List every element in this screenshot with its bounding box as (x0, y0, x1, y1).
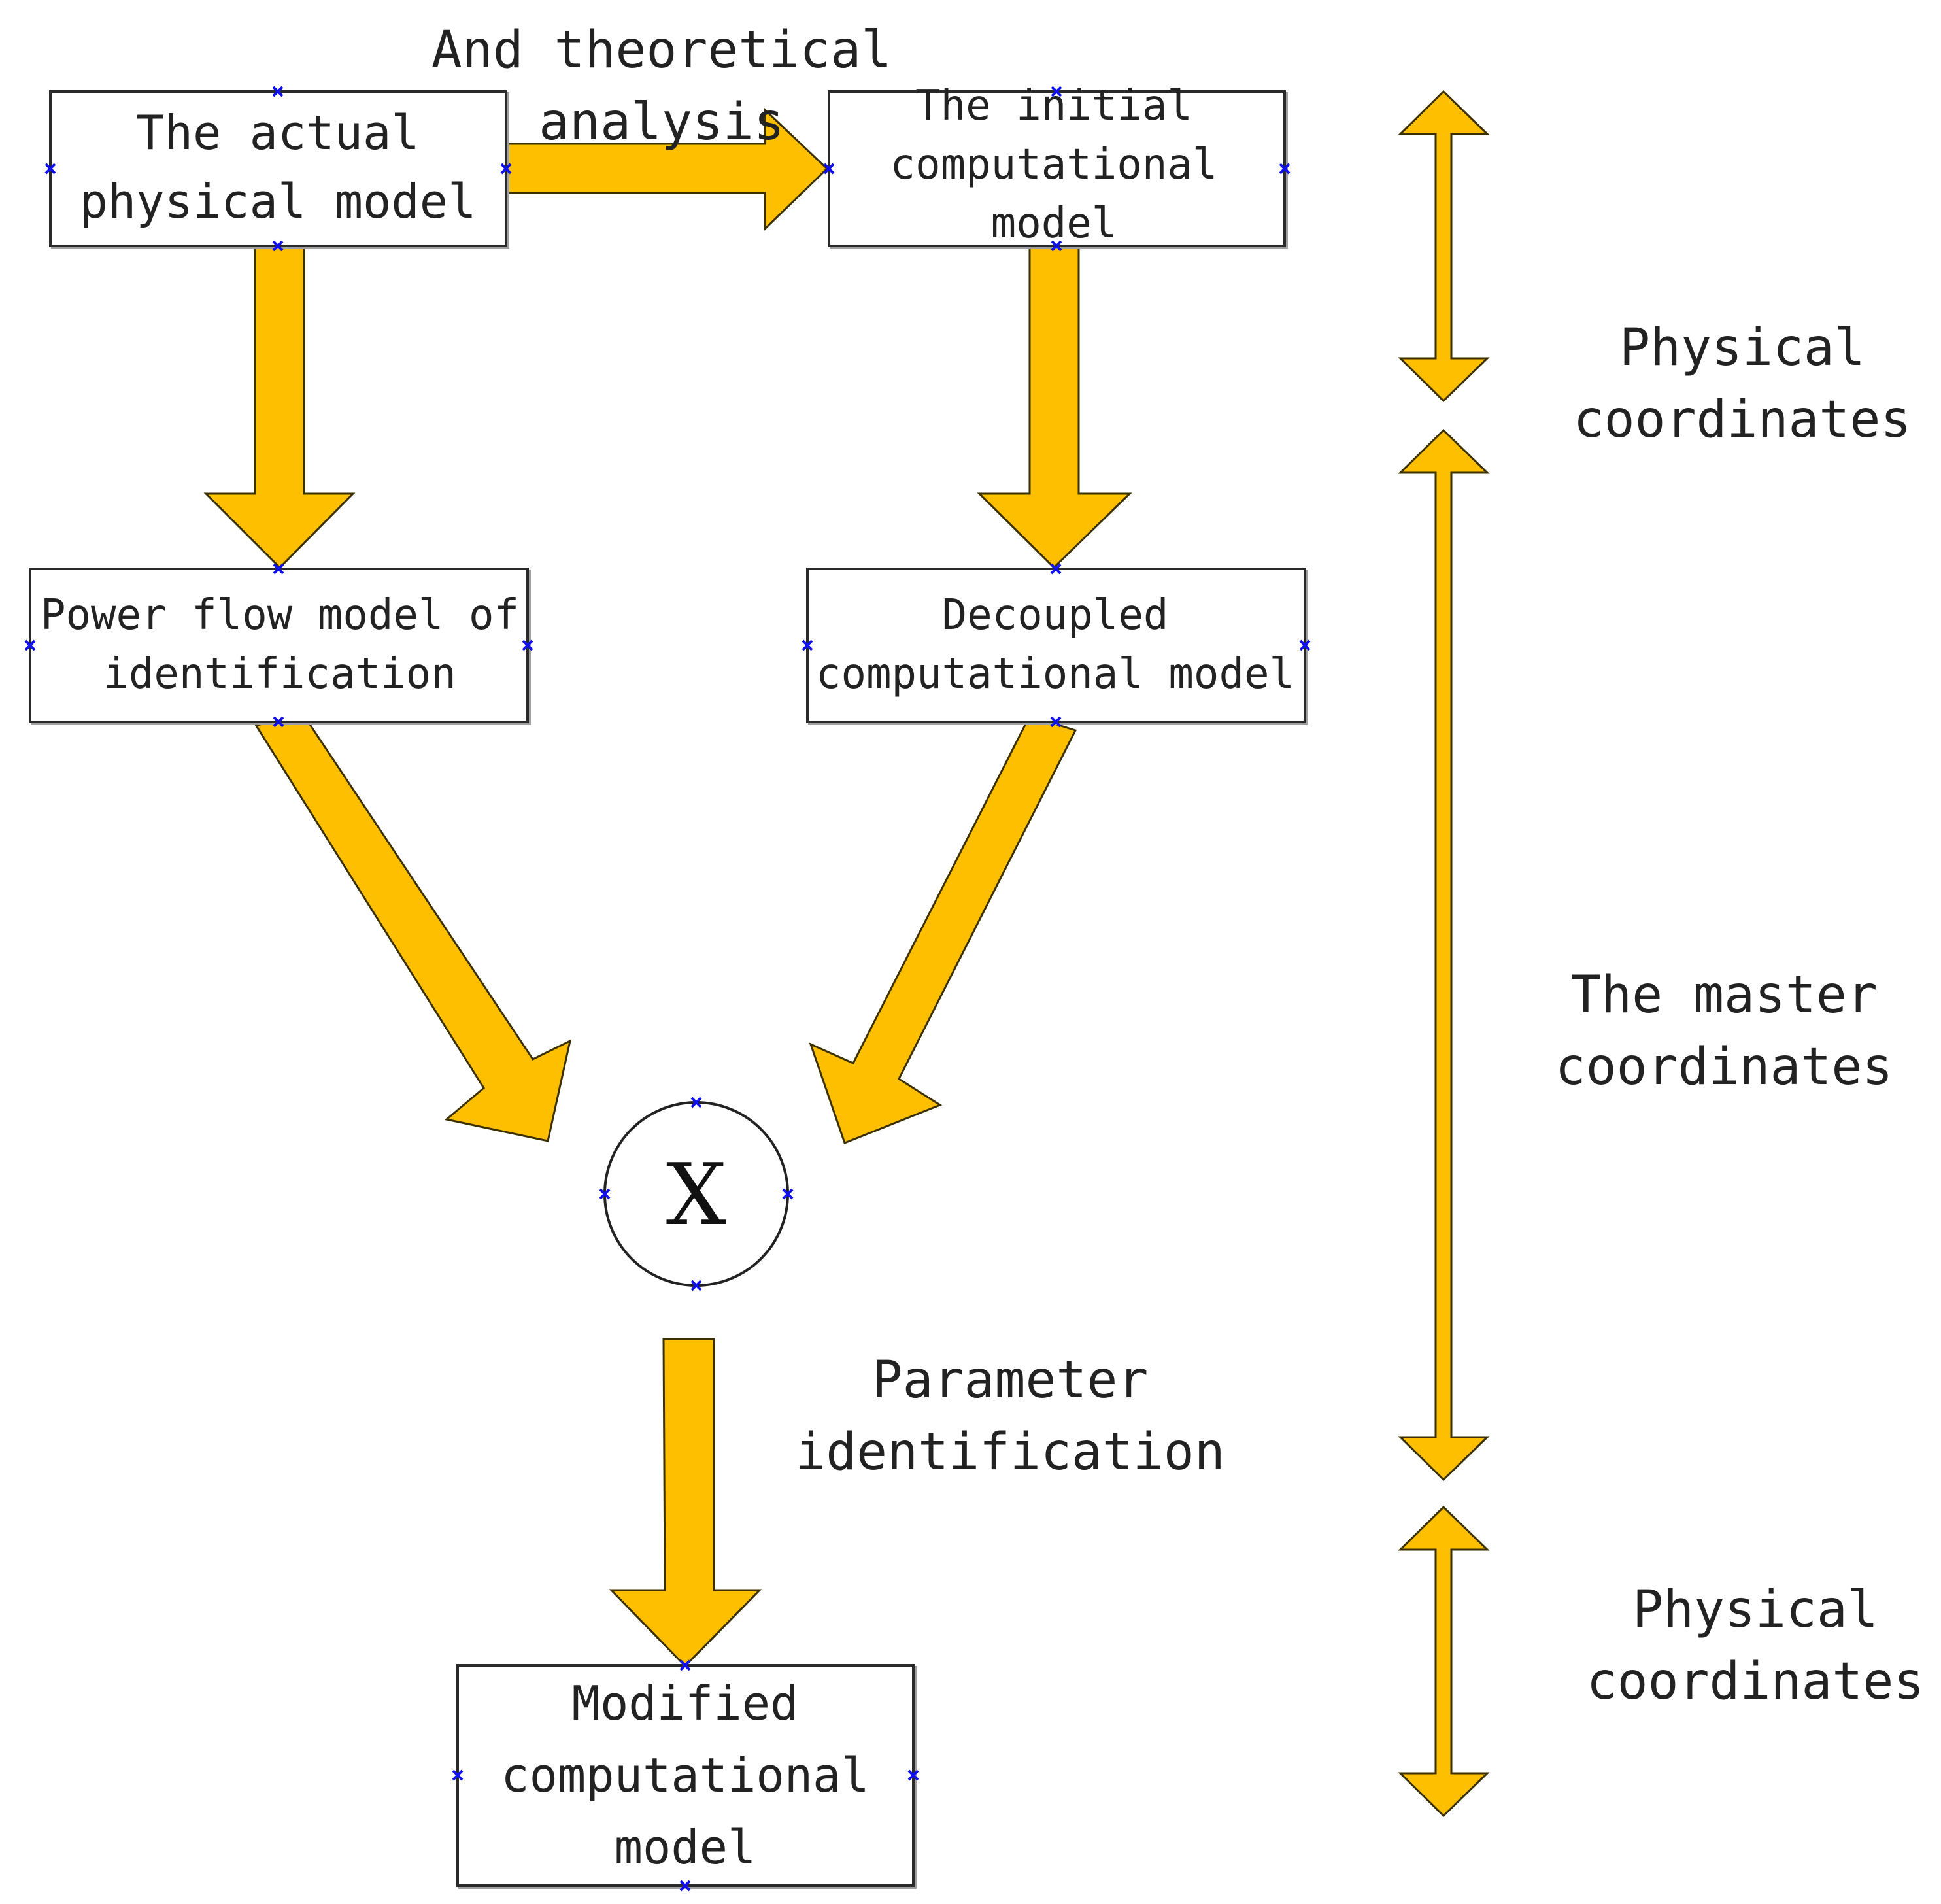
connection-handle-mark (522, 639, 533, 651)
connection-handle-mark (452, 1769, 464, 1781)
connection-handle-mark (24, 639, 36, 651)
edge-label-parameter-identification-line-1: Parameter (872, 1351, 1149, 1410)
connection-handle-mark (273, 563, 284, 575)
double-arrow-physical-top (1398, 90, 1490, 403)
arrow-initial-to-decoupled (977, 244, 1132, 570)
arrow-actual-to-powerflow (203, 244, 356, 570)
node-label-line-1: The actual (136, 105, 419, 160)
connection-handle-mark (272, 240, 284, 252)
edge-label-theoretical-analysis-line-2: analysis (539, 93, 785, 152)
connection-handle-mark (679, 1880, 691, 1892)
connection-handle-mark (782, 1188, 794, 1200)
node-label-line-2: identification (103, 650, 456, 698)
connection-handle-mark (907, 1769, 919, 1781)
node-initial-computational-model: The initial computational model (828, 82, 1288, 249)
node-label-line-2: computational (890, 141, 1218, 189)
connection-handle-mark (599, 1188, 611, 1200)
arrow-parameter-identification (609, 1338, 762, 1668)
connection-handles (24, 86, 1311, 1892)
band-label-bottom-line-1: Physical (1632, 1580, 1878, 1639)
band-label-master-line-2: coordinates (1555, 1038, 1893, 1096)
connection-handle-mark (690, 1280, 702, 1291)
node-label-line-3: model (615, 1820, 756, 1875)
multiply-symbol: X (666, 1145, 727, 1244)
band-label-top-line-1: Physical (1619, 318, 1865, 377)
arrow-decoupled-to-multiply (809, 715, 1077, 1144)
connection-handle-mark (1051, 240, 1062, 252)
band-label-bottom-line-2: coordinates (1587, 1652, 1925, 1711)
connection-handle-mark (1051, 86, 1062, 97)
node-label-line-1: Modified (572, 1676, 799, 1731)
connection-handle-mark (1299, 639, 1311, 651)
connection-handle-mark (500, 163, 512, 175)
node-power-flow-model: Power flow model of identification (29, 568, 531, 725)
arrow-theoretical-analysis (503, 107, 829, 231)
connection-handle-mark (273, 716, 284, 728)
connection-handle-mark (802, 639, 813, 651)
double-arrow-physical-bottom (1398, 1505, 1490, 1818)
node-label-line-3: model (991, 199, 1117, 248)
connection-handle-mark (679, 1659, 691, 1671)
node-label-line-2: computational (501, 1748, 869, 1803)
node-decoupled-model: Decoupled computational model (806, 568, 1308, 725)
edge-label-theoretical-analysis-line-1: And theoretical (431, 21, 892, 80)
node-label-line-2: physical model (80, 174, 477, 229)
connection-handle-mark (44, 163, 56, 175)
node-actual-physical-model: The actual physical model (49, 90, 509, 249)
band-label-master-line-1: The master (1570, 966, 1878, 1025)
node-label-line-1: Power flow model of (41, 591, 519, 639)
connection-handle-mark (690, 1096, 702, 1108)
connection-handle-mark (1050, 563, 1062, 575)
arrow-powerflow-to-multiply (254, 709, 572, 1142)
node-multiply: X (603, 1101, 789, 1287)
connection-handle-mark (1279, 163, 1291, 175)
connection-handle-mark (823, 163, 835, 175)
node-modified-model: Modified computational model (456, 1664, 917, 1889)
node-label-line-2: computational model (816, 650, 1294, 698)
edge-label-parameter-identification-line-2: identification (795, 1423, 1224, 1482)
band-label-top-line-2: coordinates (1574, 390, 1912, 449)
double-arrow-master (1398, 428, 1490, 1482)
node-label-line-1: Decoupled (942, 591, 1169, 639)
connection-handle-mark (1050, 716, 1062, 728)
connection-handle-mark (272, 86, 284, 97)
